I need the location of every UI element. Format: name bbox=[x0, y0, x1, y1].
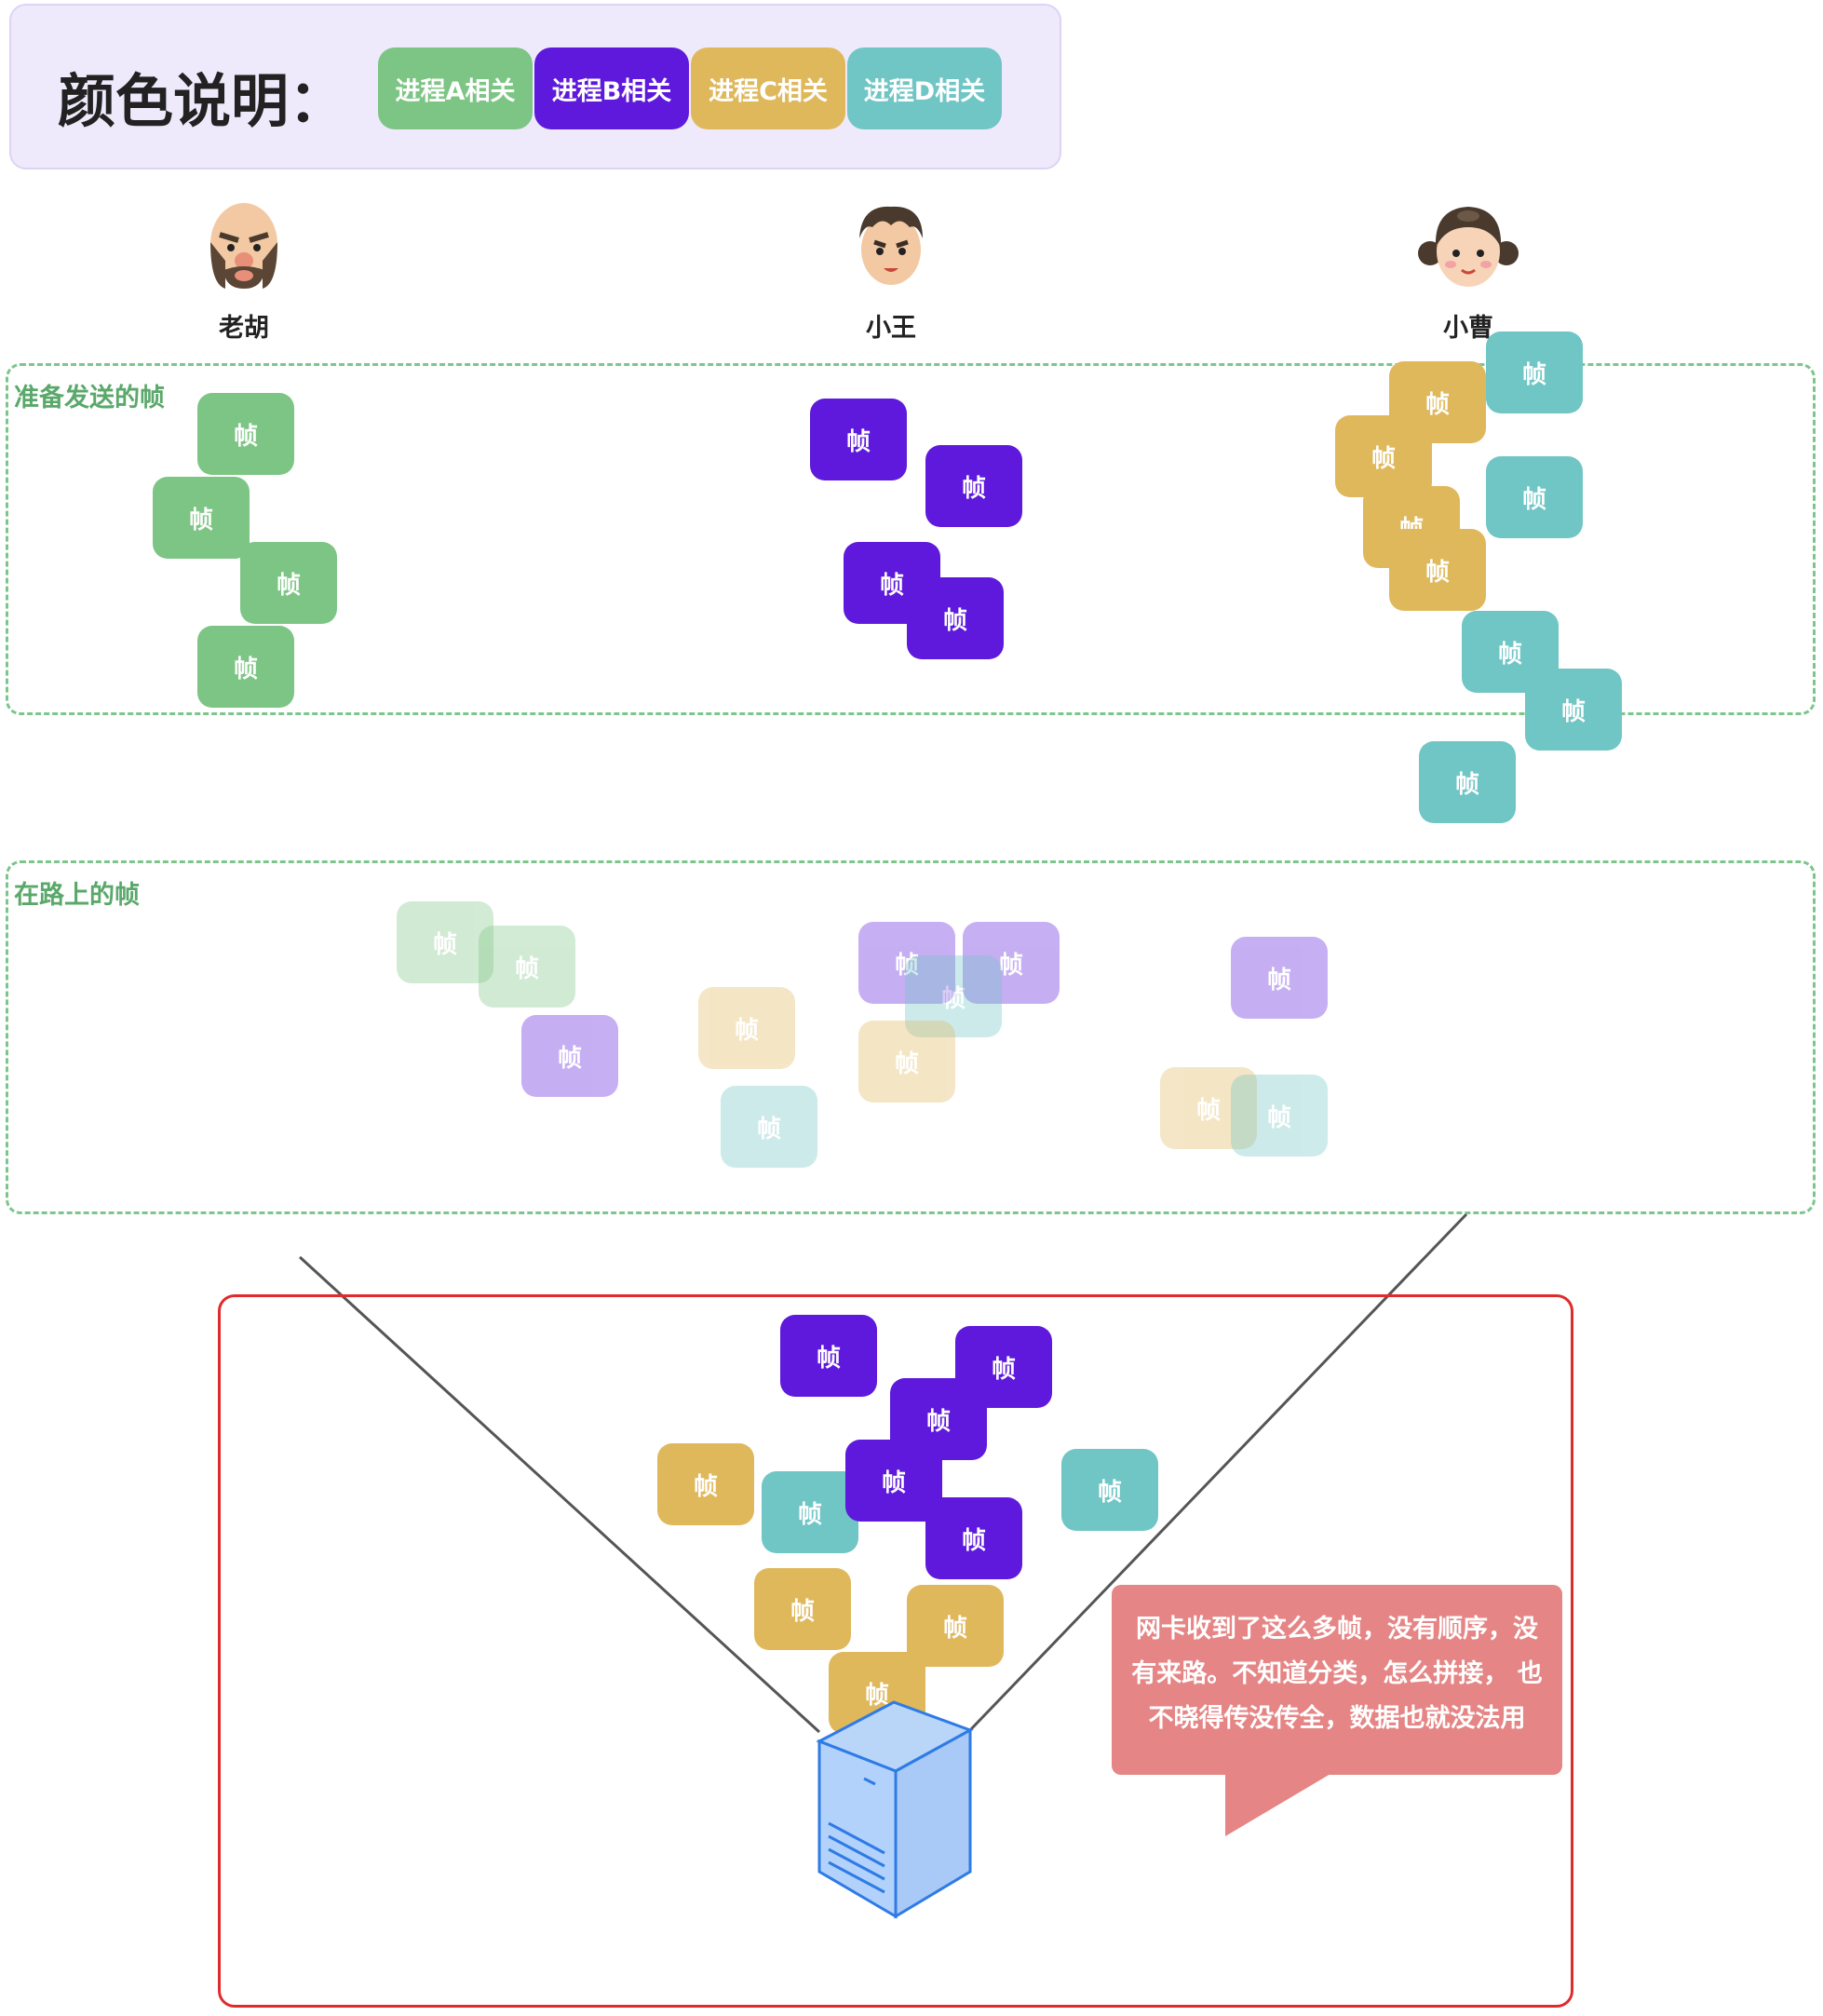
zone-label-ready: 准备发送的帧 bbox=[14, 384, 165, 413]
bubble-line: 网卡收到了这么多帧，没有顺序，没 bbox=[1136, 1615, 1538, 1644]
frame-process-b: 帧 bbox=[810, 399, 907, 480]
frame-process-b: 帧 bbox=[780, 1315, 877, 1397]
frame-process-a: 帧 bbox=[153, 477, 250, 559]
frame-process-c: 帧 bbox=[698, 987, 795, 1069]
frame-process-c: 帧 bbox=[1335, 415, 1432, 497]
ready-to-send-zone: 准备发送的帧 bbox=[6, 363, 1816, 715]
person-xiaowang: 小王 bbox=[817, 196, 966, 344]
frame-process-d: 帧 bbox=[1061, 1449, 1158, 1531]
person-xiaocao: 小曹 bbox=[1394, 196, 1543, 344]
bald-man-avatar-icon bbox=[210, 203, 277, 289]
frame-process-b: 帧 bbox=[963, 922, 1060, 1004]
frame-process-a: 帧 bbox=[479, 926, 575, 1008]
color-legend: 颜色说明： 进程A相关 进程B相关 进程C相关 进程D相关 bbox=[9, 4, 1061, 169]
frame-process-a: 帧 bbox=[240, 542, 337, 624]
nic-receive-box bbox=[218, 1294, 1573, 2008]
frame-process-d: 帧 bbox=[1486, 456, 1583, 538]
frame-process-c: 帧 bbox=[829, 1652, 925, 1734]
nic-speech-bubble: 网卡收到了这么多帧，没有顺序，没 有来路。不知道分类，怎么拼接， 也 不晓得传没… bbox=[1112, 1585, 1562, 1775]
frame-process-b: 帧 bbox=[1231, 937, 1328, 1019]
young-man-avatar-icon bbox=[859, 206, 923, 285]
bubble-line: 不晓得传没传全，数据也就没法用 bbox=[1148, 1704, 1526, 1733]
frame-process-c: 帧 bbox=[907, 1585, 1004, 1667]
frame-process-d: 帧 bbox=[1419, 741, 1516, 823]
person-name: 老胡 bbox=[219, 314, 269, 343]
frame-process-d: 帧 bbox=[905, 955, 1002, 1037]
girl-avatar-icon bbox=[1418, 207, 1519, 287]
bubble-tail bbox=[1225, 1771, 1335, 1836]
frame-process-d: 帧 bbox=[1231, 1075, 1328, 1157]
frame-process-b: 帧 bbox=[858, 922, 955, 1004]
bubble-line: 有来路。不知道分类，怎么拼接， 也 bbox=[1131, 1659, 1543, 1688]
frame-process-d: 帧 bbox=[721, 1086, 817, 1168]
legend-chip-process-c: 进程C相关 bbox=[691, 47, 845, 129]
frame-process-b: 帧 bbox=[925, 1497, 1022, 1579]
frame-process-c: 帧 bbox=[1160, 1067, 1257, 1149]
person-laohu: 老胡 bbox=[169, 196, 318, 344]
frame-process-d: 帧 bbox=[762, 1471, 858, 1553]
frame-process-a: 帧 bbox=[197, 393, 294, 475]
frame-process-b: 帧 bbox=[925, 445, 1022, 527]
frame-process-a: 帧 bbox=[197, 626, 294, 708]
frame-process-c: 帧 bbox=[754, 1568, 851, 1650]
legend-chip-process-a: 进程A相关 bbox=[378, 47, 533, 129]
frame-process-d: 帧 bbox=[1486, 331, 1583, 413]
legend-chip-process-d: 进程D相关 bbox=[847, 47, 1002, 129]
frame-process-c: 帧 bbox=[858, 1021, 955, 1103]
frame-process-d: 帧 bbox=[1525, 669, 1622, 751]
person-name: 小王 bbox=[866, 314, 916, 343]
in-flight-zone: 在路上的帧 bbox=[6, 860, 1816, 1214]
frame-process-c: 帧 bbox=[1389, 529, 1486, 611]
legend-title: 颜色说明： bbox=[58, 67, 347, 135]
zone-label-inflight: 在路上的帧 bbox=[14, 881, 140, 910]
frame-process-b: 帧 bbox=[521, 1015, 618, 1097]
frame-process-c: 帧 bbox=[657, 1443, 754, 1525]
frame-process-b: 帧 bbox=[907, 577, 1004, 659]
person-name: 小曹 bbox=[1443, 314, 1493, 343]
legend-chip-process-b: 进程B相关 bbox=[534, 47, 689, 129]
frame-process-a: 帧 bbox=[397, 901, 493, 983]
